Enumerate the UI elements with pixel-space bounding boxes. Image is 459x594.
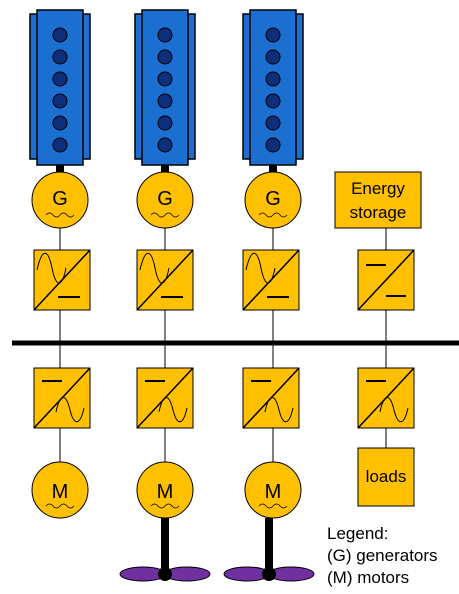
generator-2: G <box>136 171 194 229</box>
propeller-3 <box>223 518 315 582</box>
motor-2: M <box>136 461 194 519</box>
ac-wave-icon <box>45 212 75 218</box>
ac-wave-icon <box>258 212 288 218</box>
rectifier-1 <box>33 249 91 311</box>
engine-shaft <box>269 165 277 175</box>
load-inverter <box>357 367 415 429</box>
legend-item-generators: (G) generators <box>327 546 438 565</box>
ac-wave-icon <box>264 397 294 423</box>
rectifier-2 <box>136 249 194 311</box>
ac-wave-icon <box>158 397 188 423</box>
legend-title: Legend: <box>327 524 389 543</box>
cylinder <box>265 27 281 153</box>
inverter-2 <box>136 367 194 429</box>
cylinder <box>157 27 173 153</box>
ac-wave-icon <box>245 252 276 284</box>
generator-1: G <box>31 171 89 229</box>
legend-item-motors: (M) motors <box>327 568 410 587</box>
motor-label: M <box>52 481 69 503</box>
generator-3: G <box>244 171 302 229</box>
drive-train-2: G M <box>119 9 211 582</box>
ac-wave-icon <box>139 252 170 284</box>
motor-label: M <box>157 481 174 503</box>
dc-dc-converter <box>357 249 415 311</box>
energy-storage-label: Energy <box>351 179 405 198</box>
motor-label: M <box>265 481 282 503</box>
generator-label: G <box>157 188 173 210</box>
propeller-2 <box>119 518 211 582</box>
ac-wave-icon <box>150 212 180 218</box>
storage-branch: Energy storage loads <box>334 171 422 507</box>
motor-1: M <box>31 461 89 519</box>
engine-shaft <box>161 165 169 175</box>
inverter-1 <box>33 367 91 429</box>
drive-train-3: G M <box>223 9 315 582</box>
engine-shaft <box>56 165 64 175</box>
ac-wave-icon <box>55 397 85 423</box>
legend: Legend: (G) generators (M) motors <box>327 523 438 589</box>
generator-label: G <box>265 188 281 210</box>
loads-box: loads <box>357 447 415 507</box>
drive-train-1: G M <box>29 9 91 519</box>
engine-2 <box>134 9 196 166</box>
motor-3: M <box>244 461 302 519</box>
energy-storage-label: storage <box>350 203 407 222</box>
ac-wave-icon <box>45 503 75 509</box>
ac-wave-icon <box>36 252 67 284</box>
generator-label: G <box>52 188 68 210</box>
ac-wave-icon <box>150 503 180 509</box>
energy-storage: Energy storage <box>334 171 422 229</box>
engine-3 <box>242 9 304 166</box>
rectifier-3 <box>242 249 300 311</box>
loads-label: loads <box>366 467 407 486</box>
ac-wave-icon <box>379 397 409 423</box>
inverter-3 <box>242 367 300 429</box>
cylinder <box>52 27 68 153</box>
engine-1 <box>29 9 91 166</box>
ac-wave-icon <box>258 503 288 509</box>
